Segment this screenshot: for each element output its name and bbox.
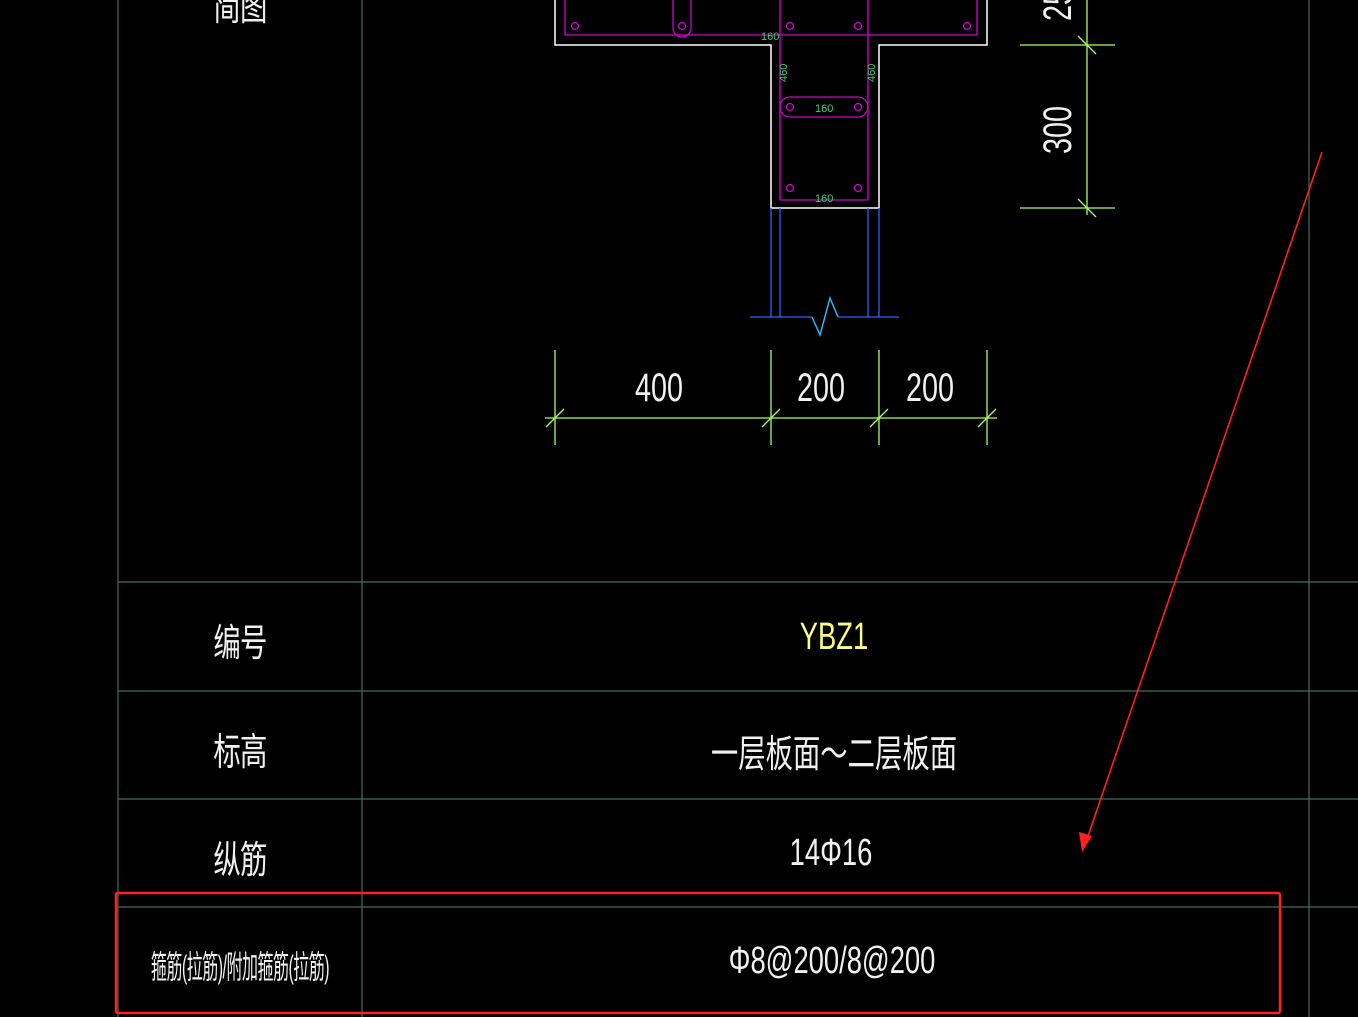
inner-dim-labels: 160 160 160 460 460: [761, 31, 878, 205]
inner-label-1: 160: [761, 31, 779, 43]
row-value-elevation: 一层板面～二层板面: [710, 734, 958, 776]
inner-label-4: 460: [778, 64, 790, 82]
wall-extension: [750, 208, 899, 318]
inner-label-2: 160: [815, 103, 833, 115]
inner-label-3: 160: [815, 193, 833, 205]
dim-300: 300: [1035, 106, 1080, 154]
dim-400: 400: [635, 365, 683, 410]
break-symbol: [811, 295, 839, 338]
bottom-dim-texts: 400 200 200: [635, 365, 954, 410]
dim-200-a: 200: [797, 365, 845, 410]
row-label-longitudinal: 纵筋: [213, 840, 267, 882]
row-label-section-partial: 简图: [213, 0, 267, 29]
table-grid: [117, 0, 1358, 1017]
dim-top-partial: 25: [1035, 0, 1080, 21]
section-outline: [554, 0, 988, 209]
dim-200-b: 200: [906, 365, 954, 410]
bottom-dimension: [545, 350, 997, 445]
row-label-stirrup: 箍筋(拉筋)/附加箍筋(拉筋): [150, 949, 330, 985]
annotation-arrow: [1079, 151, 1323, 852]
highlight-box: [114, 891, 1282, 1015]
row-value-stirrup: Φ8@200/8@200: [728, 940, 936, 982]
row-value-number: YBZ1: [799, 616, 869, 658]
row-value-longitudinal: 14Φ16: [789, 832, 873, 874]
right-dimension: [1020, 0, 1115, 218]
row-label-elevation: 标高: [213, 732, 267, 774]
rebar-stirrups: [564, 0, 978, 201]
inner-label-5: 460: [866, 64, 878, 82]
row-label-number: 编号: [213, 623, 267, 665]
